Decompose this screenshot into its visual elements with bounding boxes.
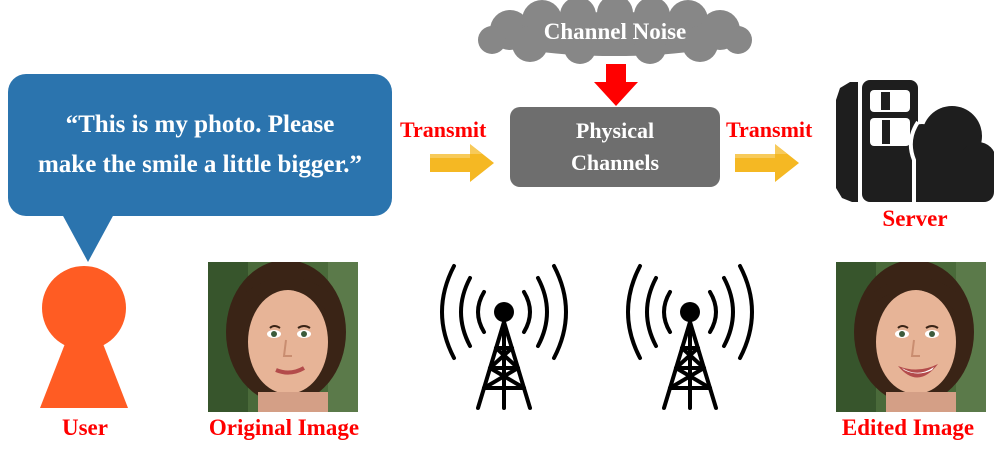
user-keyhole-icon xyxy=(40,266,128,408)
channel-noise-label: Channel Noise xyxy=(543,19,687,44)
radio-tower-icon xyxy=(440,264,568,410)
speech-line-2: make the smile a little bigger.” xyxy=(37,151,363,178)
original-image-label: Original Image xyxy=(208,415,360,440)
channels-line-2: Channels xyxy=(570,150,660,175)
physical-channels-box: Physical Channels xyxy=(510,107,720,187)
speech-bubble: “This is my photo. Please make the smile… xyxy=(8,74,392,216)
user-label: User xyxy=(62,415,108,440)
channel-noise-cloud xyxy=(478,0,752,64)
original-image xyxy=(208,262,358,412)
transmit-label-right: Transmit xyxy=(726,117,813,142)
edited-image xyxy=(836,262,986,412)
transmit-label-left: Transmit xyxy=(400,117,487,142)
transmit-arrow-left xyxy=(430,144,494,182)
edited-image-label: Edited Image xyxy=(841,415,975,440)
noise-down-arrow xyxy=(594,64,638,106)
radio-tower-icon xyxy=(626,264,754,410)
transmit-arrow-right xyxy=(735,144,799,182)
server-label: Server xyxy=(882,206,948,231)
channels-line-1: Physical xyxy=(575,118,655,143)
server-cloud-icon xyxy=(836,80,994,202)
speech-bubble-tail xyxy=(62,214,114,262)
speech-line-1: “This is my photo. Please xyxy=(65,111,335,138)
